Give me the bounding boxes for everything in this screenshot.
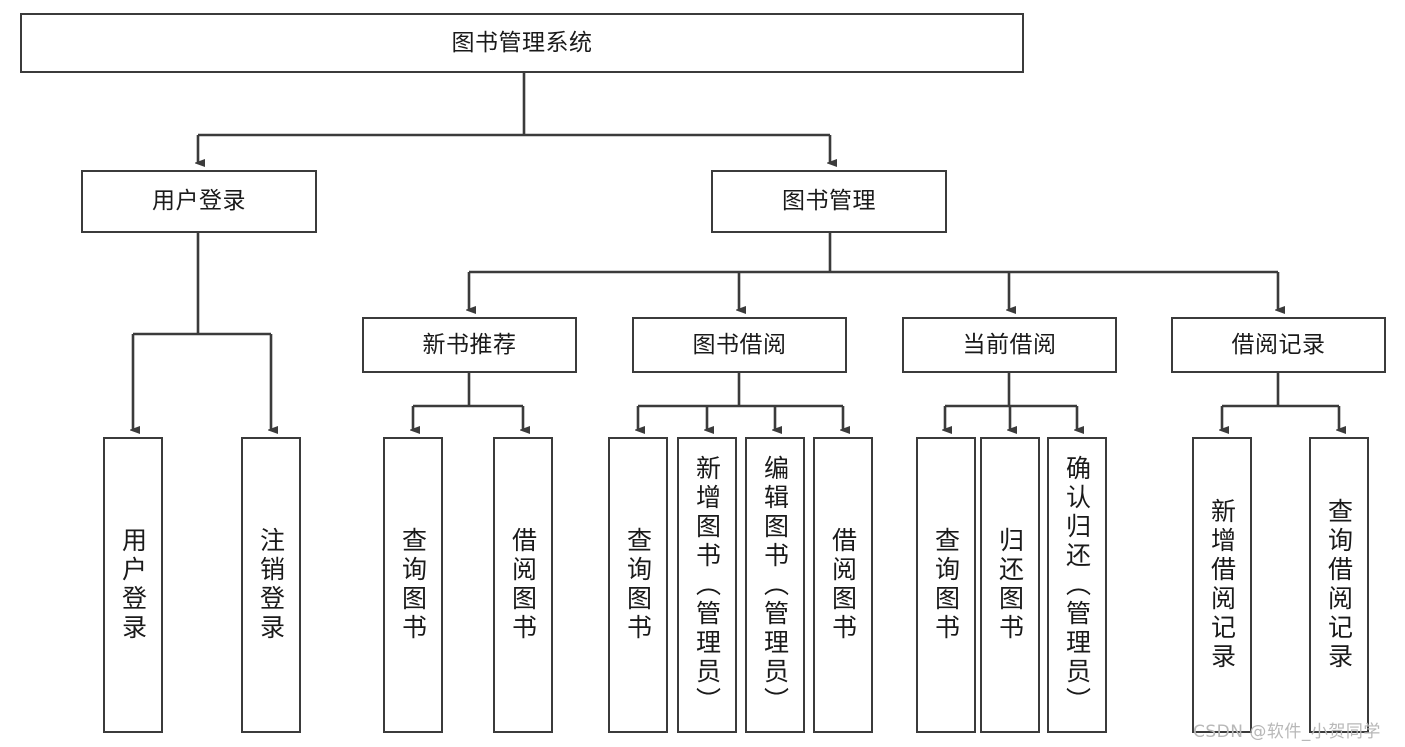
- node-label: 归还图书: [995, 527, 1025, 643]
- node-book-management[interactable]: 图书管理: [711, 170, 947, 233]
- node-label: 查询图书: [398, 527, 428, 643]
- node-label: 图书借阅: [692, 331, 787, 358]
- node-leaf-user-login[interactable]: 用户登录: [103, 437, 163, 733]
- node-label: 图书管理: [782, 188, 876, 215]
- node-label: 借阅记录: [1231, 331, 1326, 358]
- node-user-login[interactable]: 用户登录: [81, 170, 317, 233]
- node-leaf-confirm-return[interactable]: 确认归还（管理员）: [1047, 437, 1107, 733]
- node-label: 新书推荐: [422, 331, 517, 358]
- node-label: 查询借阅记录: [1324, 498, 1354, 672]
- node-new-book-recommend[interactable]: 新书推荐: [362, 317, 577, 373]
- node-book-management-system[interactable]: 图书管理系统: [20, 13, 1024, 73]
- node-leaf-add-book[interactable]: 新增图书（管理员）: [677, 437, 737, 733]
- node-leaf-return-book[interactable]: 归还图书: [980, 437, 1040, 733]
- node-leaf-query-book-2[interactable]: 查询图书: [608, 437, 668, 733]
- node-leaf-user-logout[interactable]: 注销登录: [241, 437, 301, 733]
- node-label: 查询图书: [623, 527, 653, 643]
- node-label: 注销登录: [256, 527, 286, 643]
- node-label: 编辑图书（管理员）: [760, 454, 790, 716]
- node-label: 确认归还（管理员）: [1062, 454, 1092, 716]
- node-label: 新增借阅记录: [1207, 498, 1237, 672]
- node-leaf-borrow-book-1[interactable]: 借阅图书: [493, 437, 553, 733]
- node-leaf-add-record[interactable]: 新增借阅记录: [1192, 437, 1252, 733]
- node-label: 当前借阅: [962, 331, 1057, 358]
- node-label: 查询图书: [931, 527, 961, 643]
- node-label: 图书管理系统: [451, 29, 593, 56]
- node-borrow-record[interactable]: 借阅记录: [1171, 317, 1386, 373]
- node-current-borrow[interactable]: 当前借阅: [902, 317, 1117, 373]
- node-leaf-borrow-book-2[interactable]: 借阅图书: [813, 437, 873, 733]
- node-label: 新增图书（管理员）: [692, 454, 722, 716]
- node-book-borrow[interactable]: 图书借阅: [632, 317, 847, 373]
- node-label: 借阅图书: [828, 527, 858, 643]
- node-leaf-query-record[interactable]: 查询借阅记录: [1309, 437, 1369, 733]
- node-label: 借阅图书: [508, 527, 538, 643]
- node-label: 用户登录: [152, 188, 246, 215]
- node-label: 用户登录: [118, 527, 148, 643]
- node-leaf-edit-book[interactable]: 编辑图书（管理员）: [745, 437, 805, 733]
- node-leaf-query-book-3[interactable]: 查询图书: [916, 437, 976, 733]
- node-leaf-query-book-1[interactable]: 查询图书: [383, 437, 443, 733]
